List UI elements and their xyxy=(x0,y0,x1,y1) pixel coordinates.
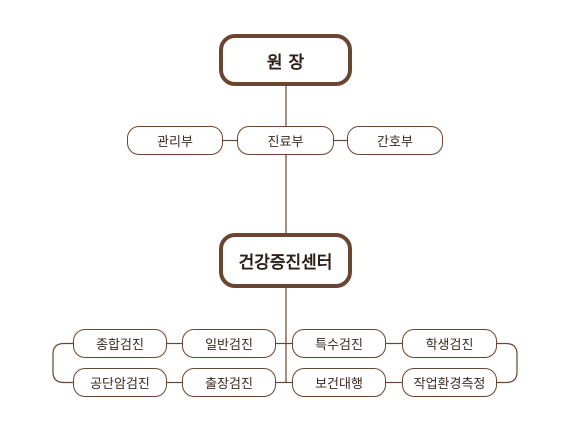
health-center-node: 건강증진센터 xyxy=(219,233,352,288)
service-work-env-measurement-node: 작업환경측정 xyxy=(402,368,497,397)
dept-nursing-node: 간호부 xyxy=(347,126,443,155)
dept-admin-node: 관리부 xyxy=(127,126,223,155)
service-cancer-screening-node: 공단암검진 xyxy=(73,368,167,397)
service-student-checkup-node: 학생검진 xyxy=(402,329,497,358)
service-special-checkup-node: 특수검진 xyxy=(292,329,386,358)
service-comprehensive-checkup-node: 종합검진 xyxy=(73,329,167,358)
service-general-checkup-node: 일반검진 xyxy=(182,329,276,358)
service-onsite-checkup-node: 출장검진 xyxy=(182,368,276,397)
service-health-agency-node: 보건대행 xyxy=(292,368,386,397)
director-node: 원 장 xyxy=(219,34,352,86)
dept-clinical-node: 진료부 xyxy=(237,126,334,155)
